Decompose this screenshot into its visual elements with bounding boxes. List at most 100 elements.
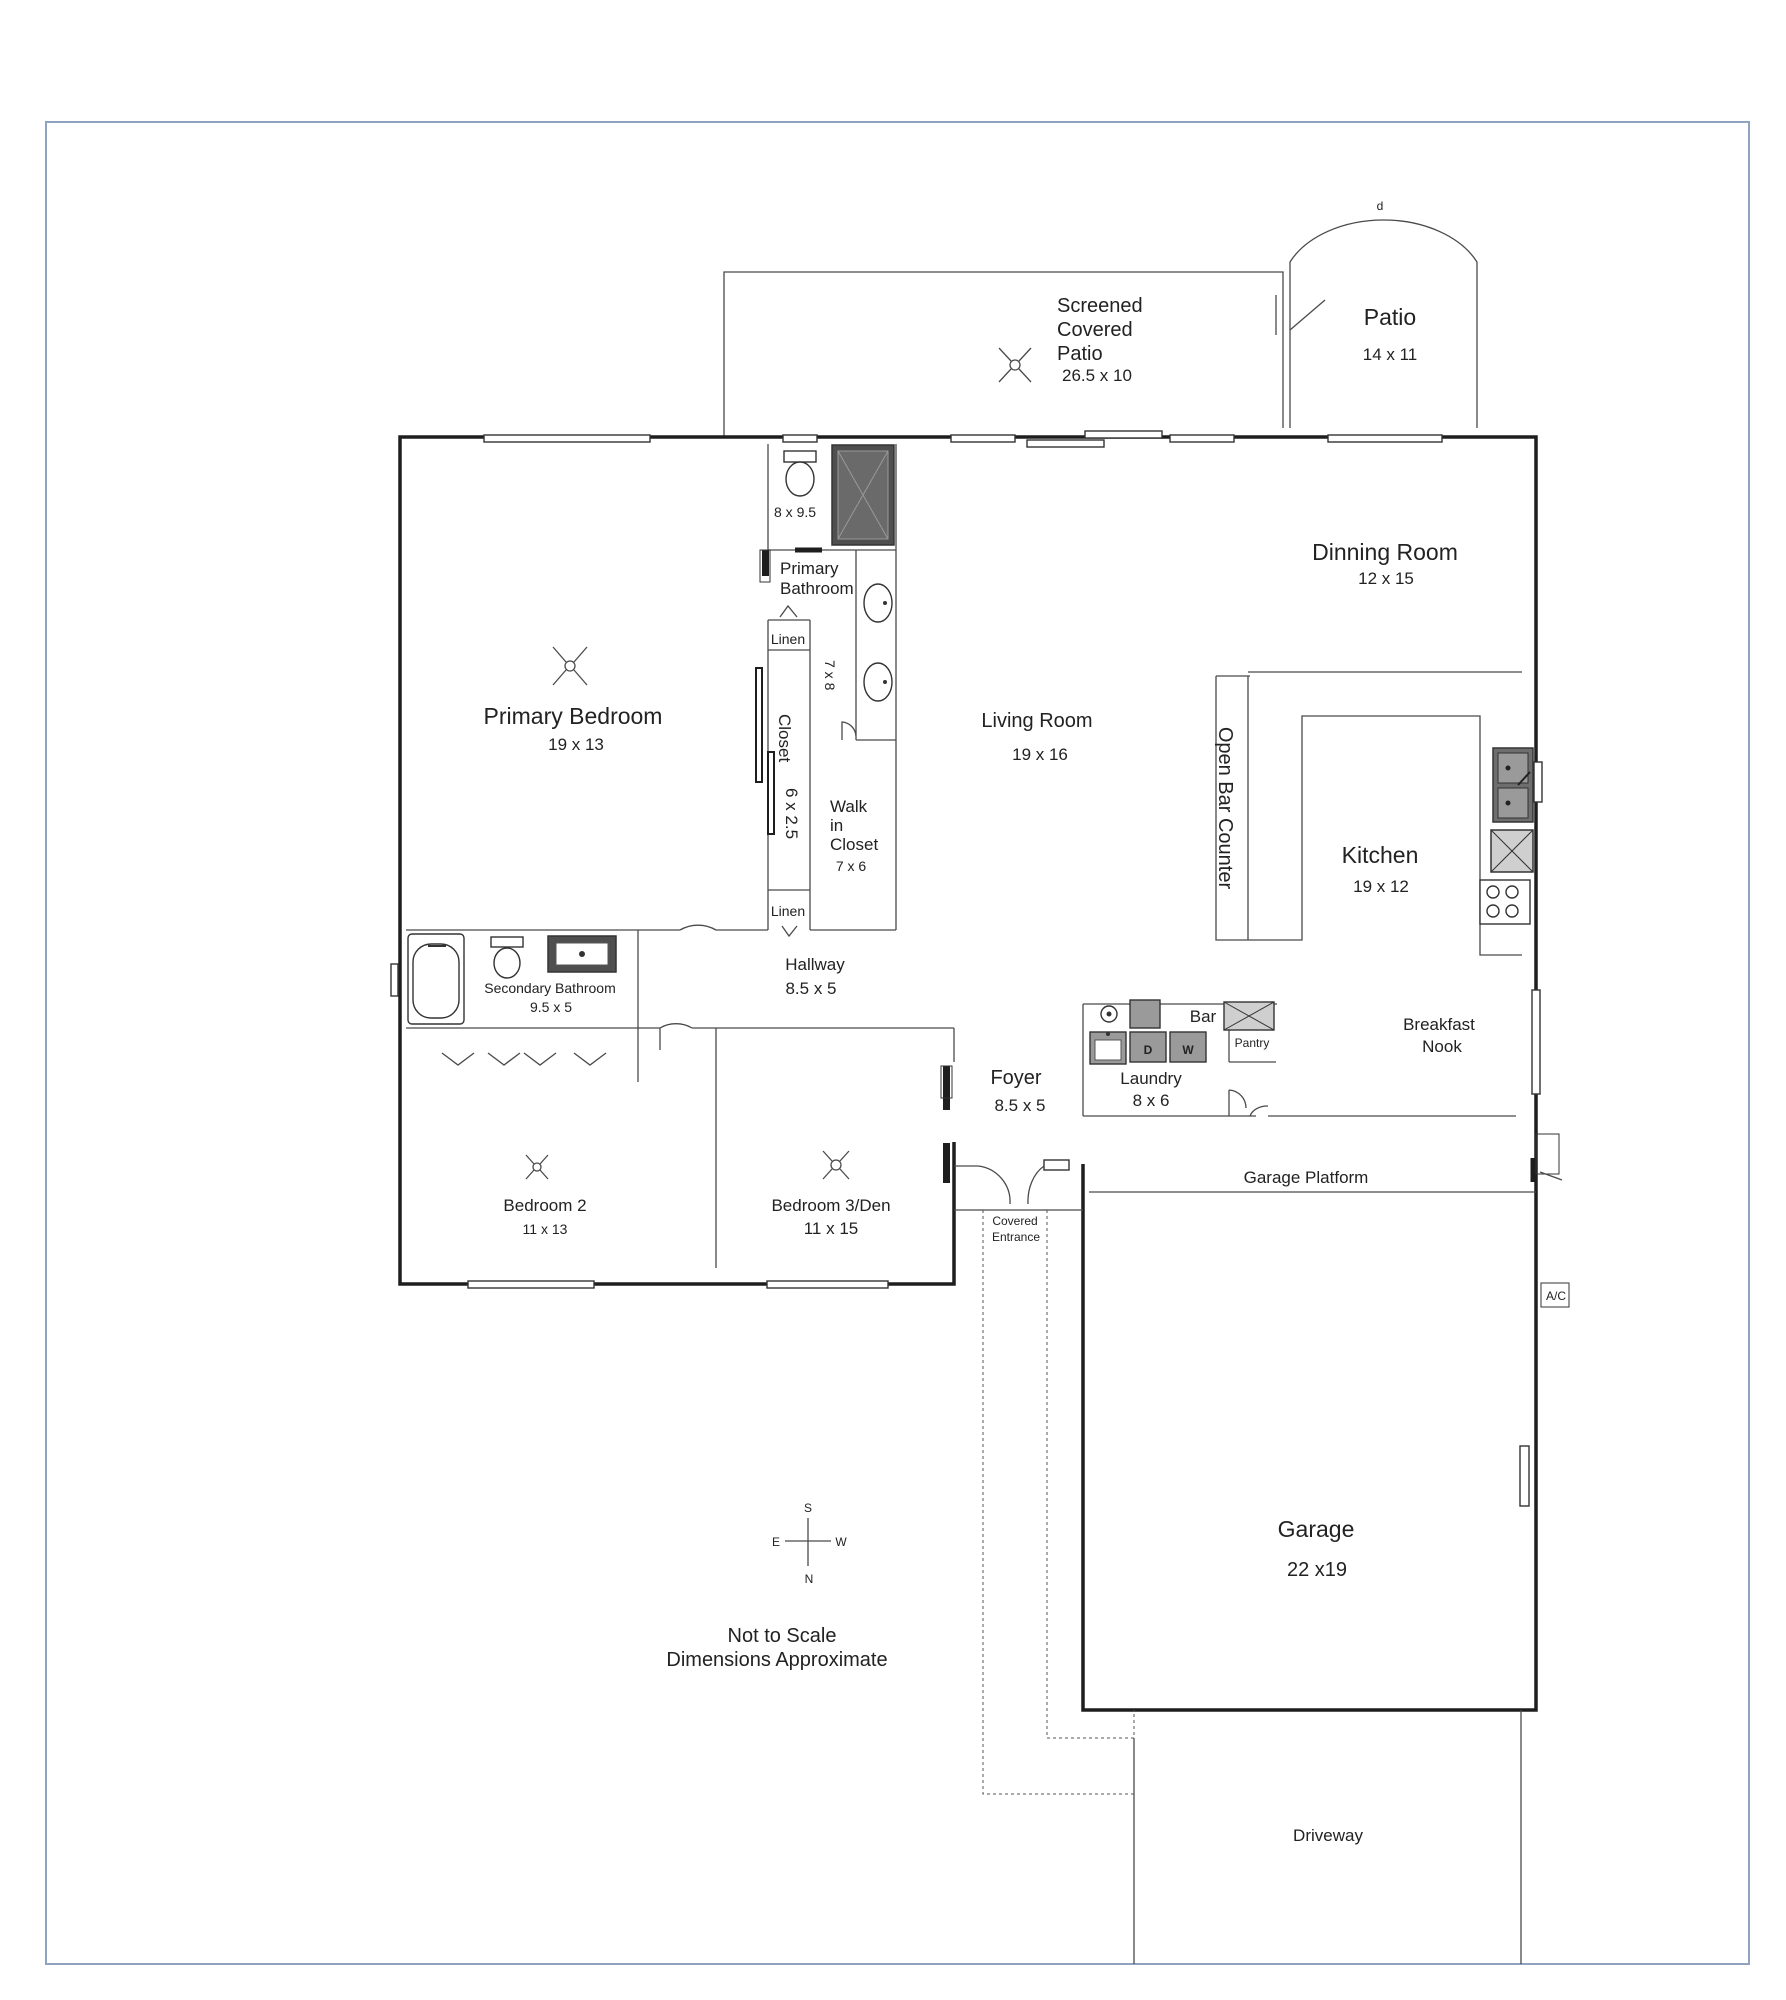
window — [467, 1280, 595, 1289]
screened-patio-label-1: Screened — [1057, 295, 1143, 317]
bathtub — [407, 933, 465, 1025]
compass-w: W — [835, 1535, 847, 1549]
page-frame — [45, 121, 1750, 1965]
driveway-label: Driveway — [1293, 1826, 1363, 1845]
foyer-label: Foyer — [990, 1067, 1041, 1089]
walk-in-dims: 7 x 6 — [836, 858, 867, 874]
vanity-dims: 7 x 8 — [822, 660, 838, 691]
breakfast-nook-label-1: Breakfast — [1403, 1015, 1475, 1034]
window — [1327, 434, 1443, 443]
garage-dims: 22 x19 — [1287, 1559, 1347, 1581]
door-mark: d — [1377, 199, 1384, 213]
note-dimensions-approximate: Dimensions Approximate — [666, 1649, 887, 1671]
window — [1531, 989, 1541, 1095]
bedroom3-label: Bedroom 3/Den — [771, 1196, 890, 1215]
closet-doors — [441, 1052, 607, 1066]
primary-bedroom-dims: 19 x 13 — [548, 735, 604, 754]
screened-patio-label-2: Covered — [1057, 319, 1133, 341]
walk-in-label-3: Closet — [830, 835, 878, 854]
stove — [1479, 879, 1531, 925]
screened-patio-label-3: Patio — [1057, 343, 1103, 365]
patio-dims: 14 x 11 — [1363, 345, 1418, 364]
covered-entrance-outline — [982, 1210, 1135, 1964]
living-room-label: Living Room — [981, 710, 1092, 732]
laundry-tub — [1089, 1031, 1127, 1065]
hallway-dims: 8.5 x 5 — [785, 979, 836, 998]
window — [766, 1280, 889, 1289]
ac-unit — [1540, 1282, 1570, 1308]
sliding-door — [1084, 430, 1163, 439]
window — [950, 434, 1016, 443]
window — [1533, 761, 1543, 803]
doors — [759, 547, 1563, 1211]
bedroom3-dims: 11 x 15 — [804, 1219, 859, 1238]
laundry-label: Laundry — [1120, 1069, 1182, 1088]
kitchen-dims: 19 x 12 — [1353, 877, 1409, 896]
dinning-room-label: Dinning Room — [1312, 539, 1458, 565]
screened-patio-dims: 26.5 x 10 — [1062, 366, 1132, 385]
primary-shower — [831, 444, 895, 546]
primary-bath-label-1: Primary — [780, 559, 839, 578]
bar-appliances — [1100, 999, 1275, 1031]
living-room-dims: 19 x 16 — [1012, 745, 1068, 764]
window — [782, 434, 818, 443]
driveway-outline — [1133, 1710, 1522, 1964]
primary-bath-dims: 8 x 9.5 — [774, 504, 816, 520]
vanity-sinks — [863, 583, 893, 702]
covered-entrance-label-2: Entrance — [992, 1230, 1040, 1244]
closet-label: Closet — [775, 714, 794, 762]
covered-entrance-label-1: Covered — [992, 1214, 1037, 1228]
compass-icon — [785, 1518, 831, 1566]
compass-n: N — [805, 1572, 814, 1586]
kitchen-sink — [1492, 747, 1534, 823]
secondary-toilet — [490, 936, 524, 979]
laundry-dims: 8 x 6 — [1133, 1091, 1170, 1110]
patio-outline — [1275, 219, 1478, 428]
open-bar-counter-label: Open Bar Counter — [1214, 727, 1236, 890]
exterior-wall — [398, 435, 1538, 1712]
secondary-bath-label: Secondary Bathroom — [484, 980, 616, 996]
walk-in-label-2: in — [830, 816, 843, 835]
pantry-label: Pantry — [1235, 1036, 1270, 1050]
window — [390, 963, 399, 997]
compass-e: E — [772, 1535, 780, 1549]
ceiling-fan-icon — [552, 646, 588, 686]
primary-bedroom-label: Primary Bedroom — [484, 703, 663, 729]
window — [483, 434, 651, 443]
primary-toilet — [783, 450, 817, 497]
hallway-label: Hallway — [785, 955, 845, 974]
dryer-label: D — [1144, 1043, 1153, 1057]
note-not-to-scale: Not to Scale — [728, 1625, 837, 1647]
interior-walls — [406, 444, 1536, 1268]
walk-in-label-1: Walk — [830, 797, 868, 816]
ceiling-fan-icon — [525, 1154, 549, 1180]
bedroom2-label: Bedroom 2 — [503, 1196, 586, 1215]
bedroom2-dims: 11 x 13 — [523, 1221, 568, 1237]
dishwasher — [1490, 829, 1534, 873]
linen-bottom-label: Linen — [771, 903, 805, 919]
ac-label: A/C — [1546, 1289, 1566, 1303]
bar-label: Bar — [1190, 1007, 1217, 1026]
washer — [1169, 1031, 1207, 1063]
breakfast-nook-label-2: Nook — [1422, 1037, 1462, 1056]
sliding-door — [1026, 439, 1105, 448]
closet-rod — [755, 667, 775, 835]
secondary-bath-dims: 9.5 x 5 — [530, 999, 572, 1015]
primary-bath-label-2: Bathroom — [780, 579, 854, 598]
dinning-room-dims: 12 x 15 — [1358, 569, 1414, 588]
patio-label: Patio — [1364, 304, 1416, 330]
foyer-dims: 8.5 x 5 — [994, 1096, 1045, 1115]
closet-dims: 6 x 2.5 — [782, 788, 801, 839]
screened-patio-outline — [723, 271, 1284, 437]
compass-s: S — [804, 1501, 812, 1515]
washer-label: W — [1182, 1043, 1194, 1057]
dryer — [1129, 1031, 1167, 1063]
window — [1169, 434, 1235, 443]
ceiling-fan-icon — [822, 1150, 850, 1180]
window — [1519, 1445, 1530, 1507]
garage-platform-label: Garage Platform — [1244, 1168, 1369, 1187]
ceiling-fan-icon — [998, 347, 1032, 383]
secondary-sink — [547, 935, 617, 973]
kitchen-label: Kitchen — [1342, 842, 1419, 868]
